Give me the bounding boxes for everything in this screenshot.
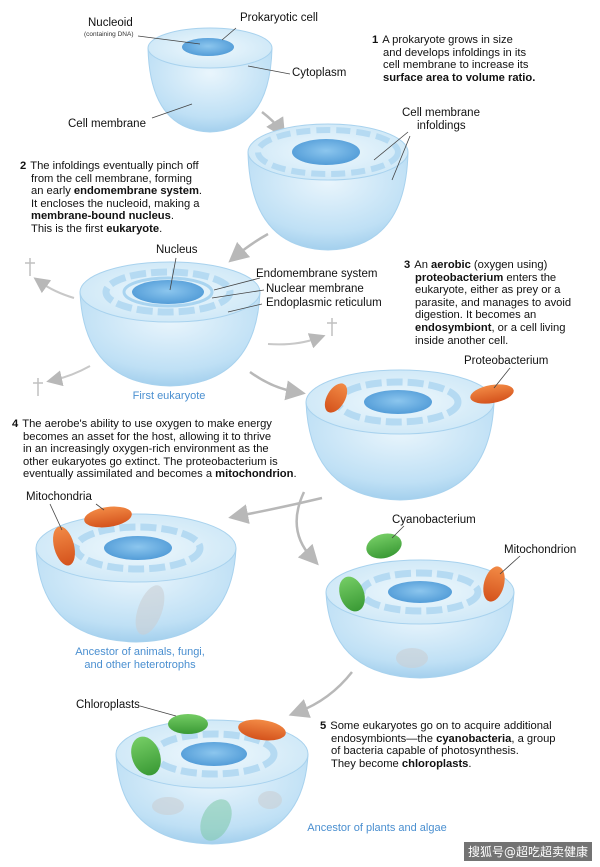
mitochondrion-shape <box>483 566 505 602</box>
label-cyanobacterium: Cyanobacterium <box>392 514 476 526</box>
cyanobacterium-shape <box>366 533 402 559</box>
chloroplast-shape-1 <box>131 736 161 776</box>
infolding-cell <box>247 123 409 251</box>
animal-ancestor-cell <box>35 506 237 643</box>
plant-ancestor-cell <box>115 714 309 845</box>
prokaryotic-cell <box>147 27 273 133</box>
caption-ancestor-plants: Ancestor of plants and algae <box>307 822 447 834</box>
arrow-plant <box>288 671 353 718</box>
label-chloroplasts: Chloroplasts <box>76 699 140 711</box>
label-cell-membrane-infoldings-2: infoldings <box>417 120 466 132</box>
label-endoplasmic-reticulum: Endoplasmic reticulum <box>266 297 382 309</box>
label-nucleus: Nucleus <box>156 244 198 256</box>
arrow-1-2 <box>261 111 286 139</box>
label-cell-membrane: Cell membrane <box>68 118 146 130</box>
extinct-arrows <box>33 277 326 387</box>
first-eukaryote-cell <box>79 261 261 387</box>
arrow-2-3 <box>228 232 269 263</box>
cyanobacterium-cell <box>325 559 515 679</box>
label-prokaryotic-cell: Prokaryotic cell <box>240 12 318 24</box>
engulfed-proteobacterium <box>324 383 348 413</box>
arrow-4-plant-path <box>295 491 319 566</box>
label-cell-membrane-infoldings-1: Cell membrane <box>402 107 480 119</box>
label-proteobacterium: Proteobacterium <box>464 355 549 367</box>
caption-ancestor-animals-1: Ancestor of animals, fungi, <box>75 646 205 658</box>
label-nucleoid: Nucleoid <box>88 17 133 29</box>
nucleoid-shape <box>182 38 234 56</box>
engulfed-cyanobacterium <box>339 576 365 612</box>
label-nuclear-membrane: Nuclear membrane <box>266 283 364 295</box>
arrow-4-animal <box>228 496 323 524</box>
mitochondria-shape-1 <box>53 526 75 566</box>
label-nucleoid-sub: (containing DNA) <box>84 31 134 38</box>
label-cytoplasm: Cytoplasm <box>292 67 347 79</box>
label-mitochondrion: Mitochondrion <box>504 544 577 556</box>
arrow-3-4 <box>249 370 306 401</box>
watermark: 搜狐号@超吃超卖健康 <box>463 842 592 861</box>
label-mitochondria: Mitochondria <box>26 491 92 503</box>
extinct-cross-icons <box>25 258 337 396</box>
proteobacterium-shape <box>470 384 514 404</box>
caption-first-eukaryote: First eukaryote <box>132 390 206 402</box>
label-endomembrane-system: Endomembrane system <box>256 268 378 280</box>
endosymbiont-cell <box>305 369 495 501</box>
mitochondria-shape-2 <box>84 506 132 528</box>
plant-mitochondrion-shape <box>238 719 286 741</box>
chloroplast-shape-2 <box>168 714 208 734</box>
caption-ancestor-animals-2: and other heterotrophs <box>84 659 196 671</box>
